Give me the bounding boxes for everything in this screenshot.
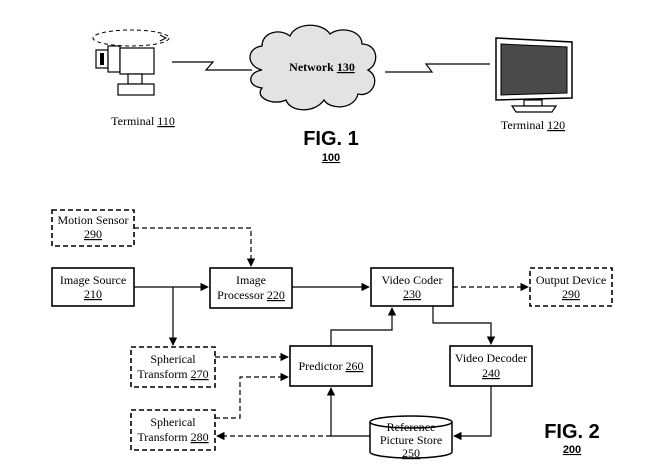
motion-sensor-box — [51, 209, 135, 247]
link-network-120 — [385, 63, 490, 73]
video-decoder-box — [449, 345, 533, 387]
link-110-network — [172, 61, 252, 71]
motion-sensor-ref: 290 — [84, 227, 102, 241]
output-device-label: Output Device — [536, 273, 606, 287]
image-source-ref: 210 — [84, 287, 102, 301]
spherical-transform-270-label-1: Spherical — [150, 352, 196, 366]
spherical-transform-270-label-2: Transform 270 — [137, 367, 208, 381]
arrow-store-to-predictor — [326, 387, 370, 437]
monitor-icon — [495, 37, 573, 113]
spherical-transform-280-box — [130, 409, 216, 451]
fig2: Motion Sensor 290 Image Source 210 Image… — [51, 209, 613, 460]
arrow-decoder-to-store — [453, 386, 492, 441]
video-coder-ref: 230 — [403, 287, 421, 301]
image-source-label: Image Source — [60, 273, 126, 287]
terminal-110-label: Terminal 110 — [111, 114, 175, 128]
video-coder-box — [370, 267, 454, 307]
output-device-ref: 290 — [562, 287, 580, 301]
image-processor-box — [209, 267, 293, 309]
camera-icon — [92, 29, 170, 96]
fig2-number: 200 — [563, 444, 581, 456]
predictor-label: Predictor 260 — [299, 359, 364, 373]
terminal-120-label: Terminal 120 — [501, 118, 565, 132]
arrow-motion-to-processor — [134, 227, 256, 267]
video-decoder-label: Video Decoder — [455, 351, 527, 365]
arrow-coder-to-decoder — [432, 306, 496, 345]
spherical-transform-270-box — [130, 346, 216, 388]
reference-store-label-1: Reference — [387, 420, 436, 434]
output-device-box — [529, 267, 613, 307]
network-label: Network 130 — [289, 60, 355, 74]
reference-store-label-2: Picture Store — [380, 433, 442, 447]
video-decoder-ref: 240 — [482, 366, 500, 380]
network-cloud: Network 130 — [249, 24, 377, 111]
reference-store-ref: 250 — [402, 446, 420, 460]
image-processor-label-2: Processor 220 — [217, 288, 285, 302]
spherical-transform-280-label-2: Transform 280 — [137, 430, 208, 444]
fig2-title: FIG. 2 — [544, 421, 600, 443]
arrow-predictor-to-coder — [330, 307, 397, 346]
fig1-number: 100 — [322, 152, 340, 164]
arrow-transform-280-to-predictor — [215, 372, 289, 419]
predictor-box — [289, 345, 373, 387]
spherical-transform-280-label-1: Spherical — [150, 415, 196, 429]
fig1-title: FIG. 1 — [303, 128, 359, 150]
image-source-box — [51, 267, 135, 307]
fig1: Terminal 110 Network 130 Terminal 120 FI… — [92, 24, 573, 164]
reference-picture-store: Reference Picture Store 250 — [369, 415, 453, 460]
video-coder-label: Video Coder — [382, 273, 443, 287]
motion-sensor-label: Motion Sensor — [57, 213, 128, 227]
image-processor-label-1: Image — [236, 273, 266, 287]
